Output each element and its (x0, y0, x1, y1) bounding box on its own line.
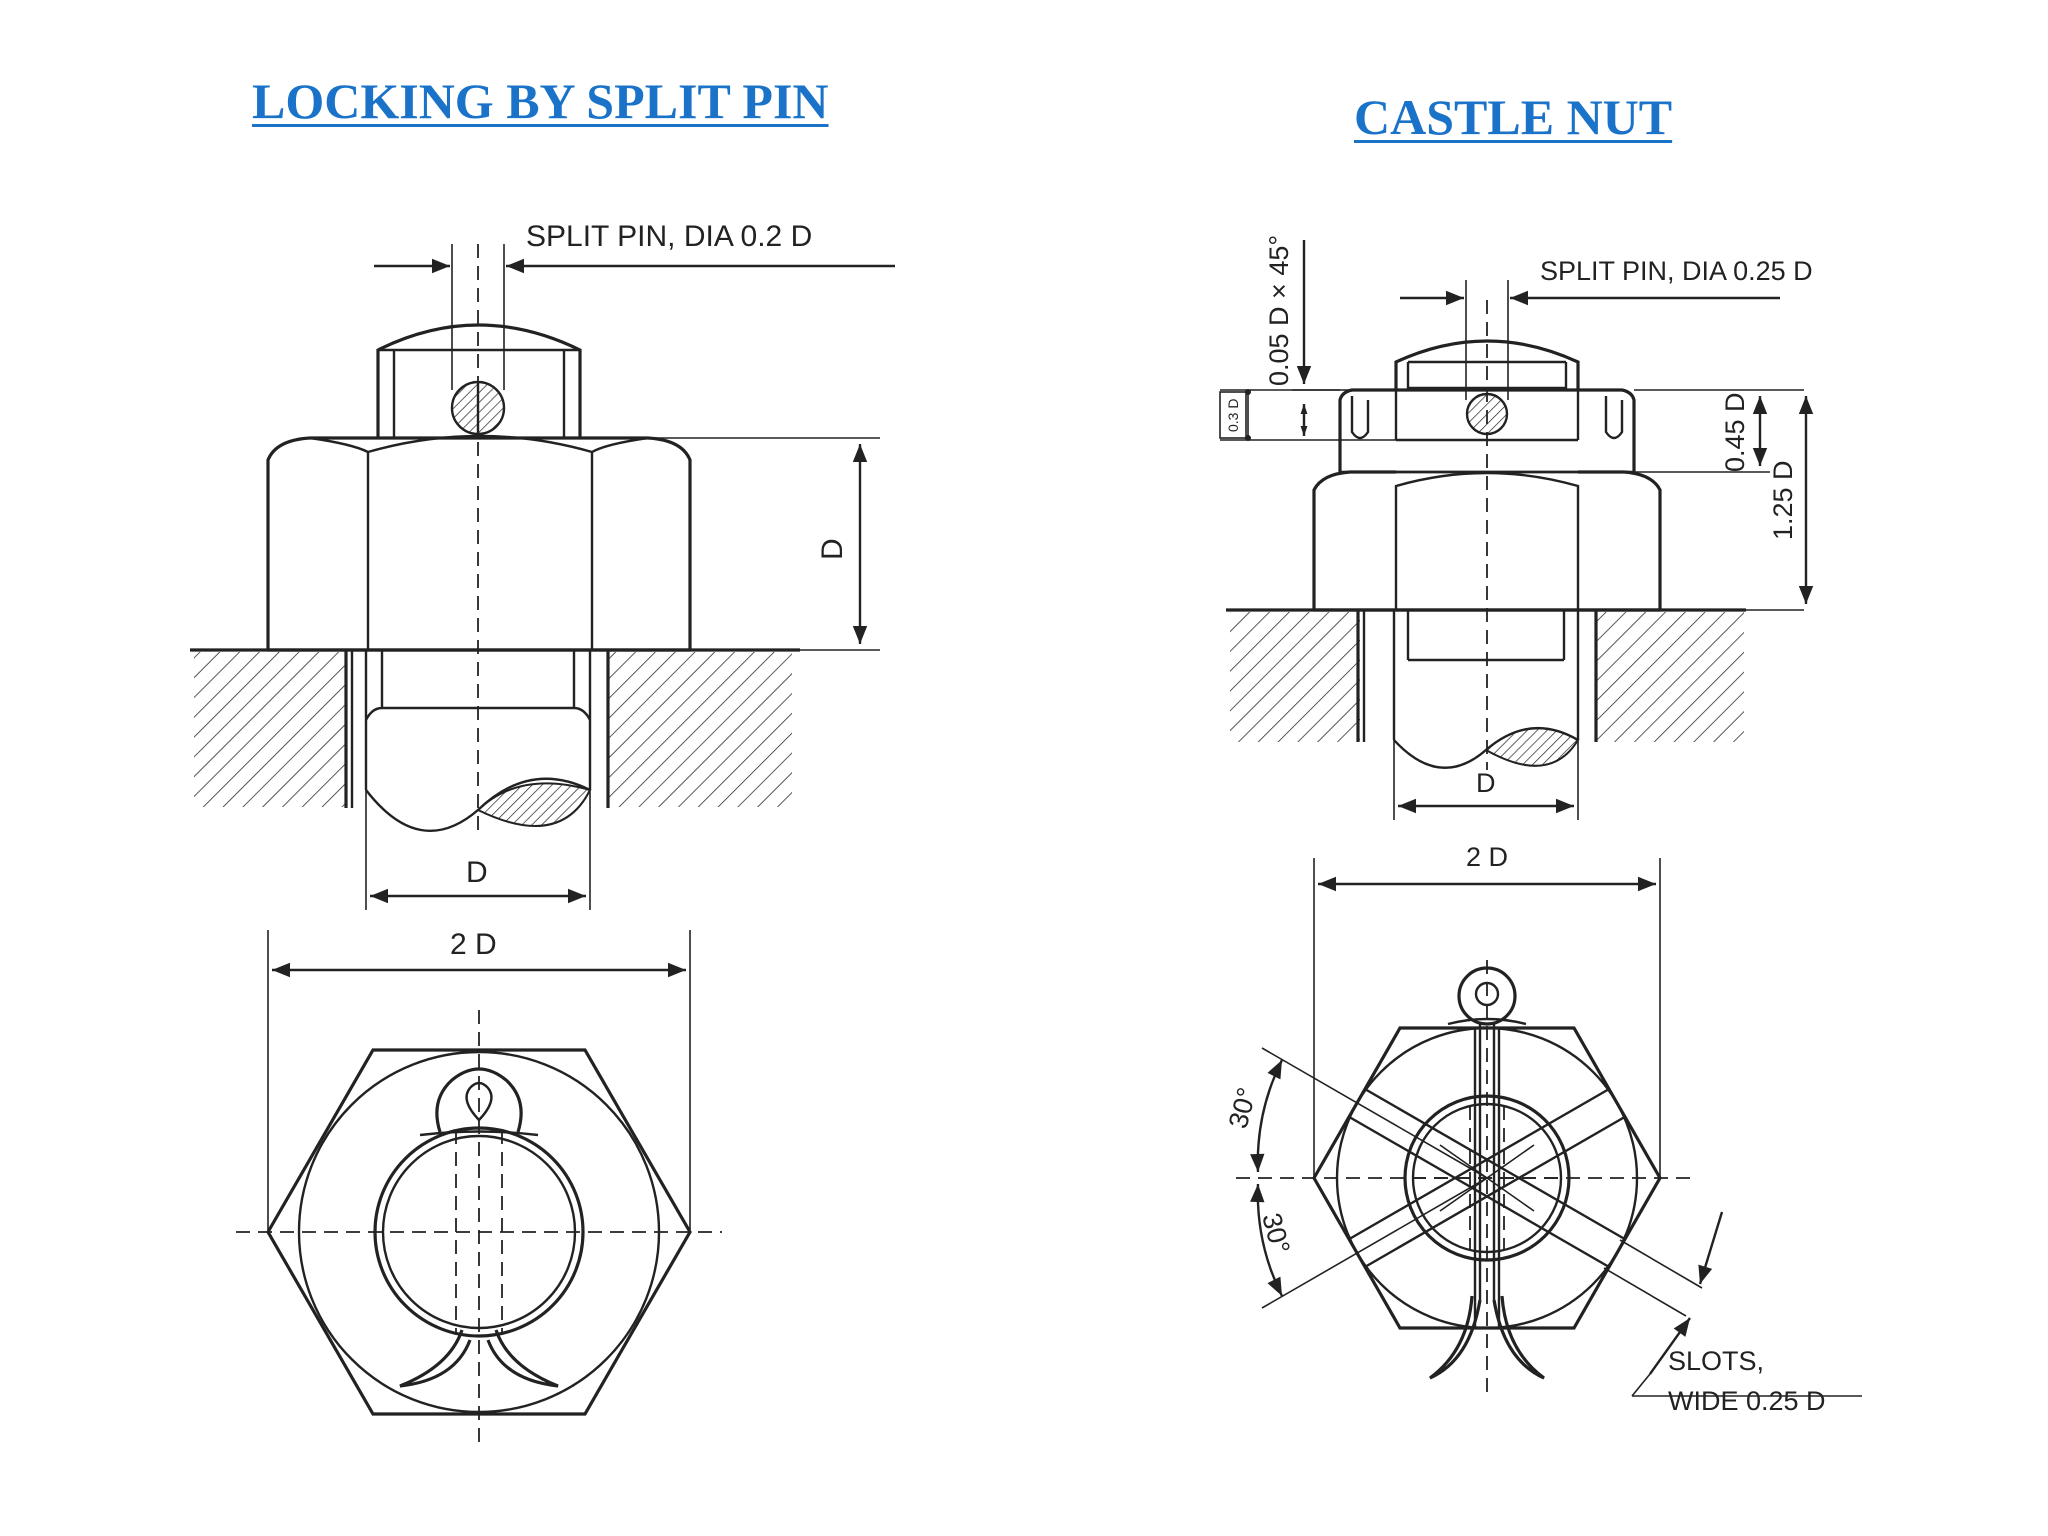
right-split-pin-dimension: SPLIT PIN, DIA 0.25 D (1400, 256, 1813, 306)
split-pin-dimension: SPLIT PIN, DIA 0.2 D (374, 220, 895, 274)
chamfer-label: 0.05 D × 45° (1264, 235, 1294, 386)
left-split-pin-plan (399, 1067, 559, 1388)
angle-upper-label: 30° (1223, 1084, 1263, 1131)
right-bolt-dia-dimension: D (1393, 740, 1579, 820)
slots-label-line1: SLOTS, (1668, 1346, 1764, 1376)
left-hex-nut (266, 434, 692, 652)
right-split-pin-label: SPLIT PIN, DIA 0.25 D (1540, 256, 1813, 286)
right-bolt-shank (1392, 610, 1580, 769)
total-height-label: 1.25 D (1768, 460, 1798, 540)
height-dimensions: 0.45 D 1.25 D (1578, 389, 1814, 611)
left-height-dimension: D (592, 437, 880, 651)
left-elevation-view: SPLIT PIN, DIA 0.2 D D D (190, 220, 895, 910)
left-split-pin-label: SPLIT PIN, DIA 0.2 D (526, 220, 812, 253)
angle-lower-label: 30° (1256, 1210, 1296, 1257)
left-height-label: D (816, 538, 849, 560)
right-elevation-view: SPLIT PIN, DIA 0.25 D 0.05 D × 45° 0.3 D… (1219, 235, 1814, 820)
left-plate-hatch-left (194, 652, 346, 807)
right-plate-hatch-left (1230, 612, 1360, 742)
left-bolt-shank (364, 650, 592, 832)
right-plan-view: 2 D (1223, 842, 1862, 1416)
left-title: LOCKING BY SPLIT PIN (252, 73, 829, 129)
left-width-label: 2 D (450, 928, 497, 961)
slot-width-dimension: SLOTS, WIDE 0.25 D (1603, 1211, 1862, 1416)
right-bolt-dia-label: D (1476, 768, 1496, 798)
right-plate-hatch-right (1596, 612, 1744, 742)
slots-label-line2: WIDE 0.25 D (1668, 1386, 1826, 1416)
right-title: CASTLE NUT (1354, 89, 1673, 145)
slot-depth-label: 0.3 D (1225, 399, 1241, 432)
right-width-label: 2 D (1466, 842, 1508, 872)
left-plate-hatch-right (608, 652, 792, 807)
left-bolt-dia-label: D (466, 856, 488, 889)
left-bolt-top (376, 323, 582, 438)
chamfer-dimension: 0.05 D × 45° (1264, 235, 1396, 391)
slot-depth-dimension: 0.3 D (1219, 389, 1340, 441)
left-bolt-dia-dimension: D (365, 790, 591, 910)
left-plan-view: 2 D (236, 928, 722, 1450)
castle-height-label: 0.45 D (1720, 392, 1750, 472)
